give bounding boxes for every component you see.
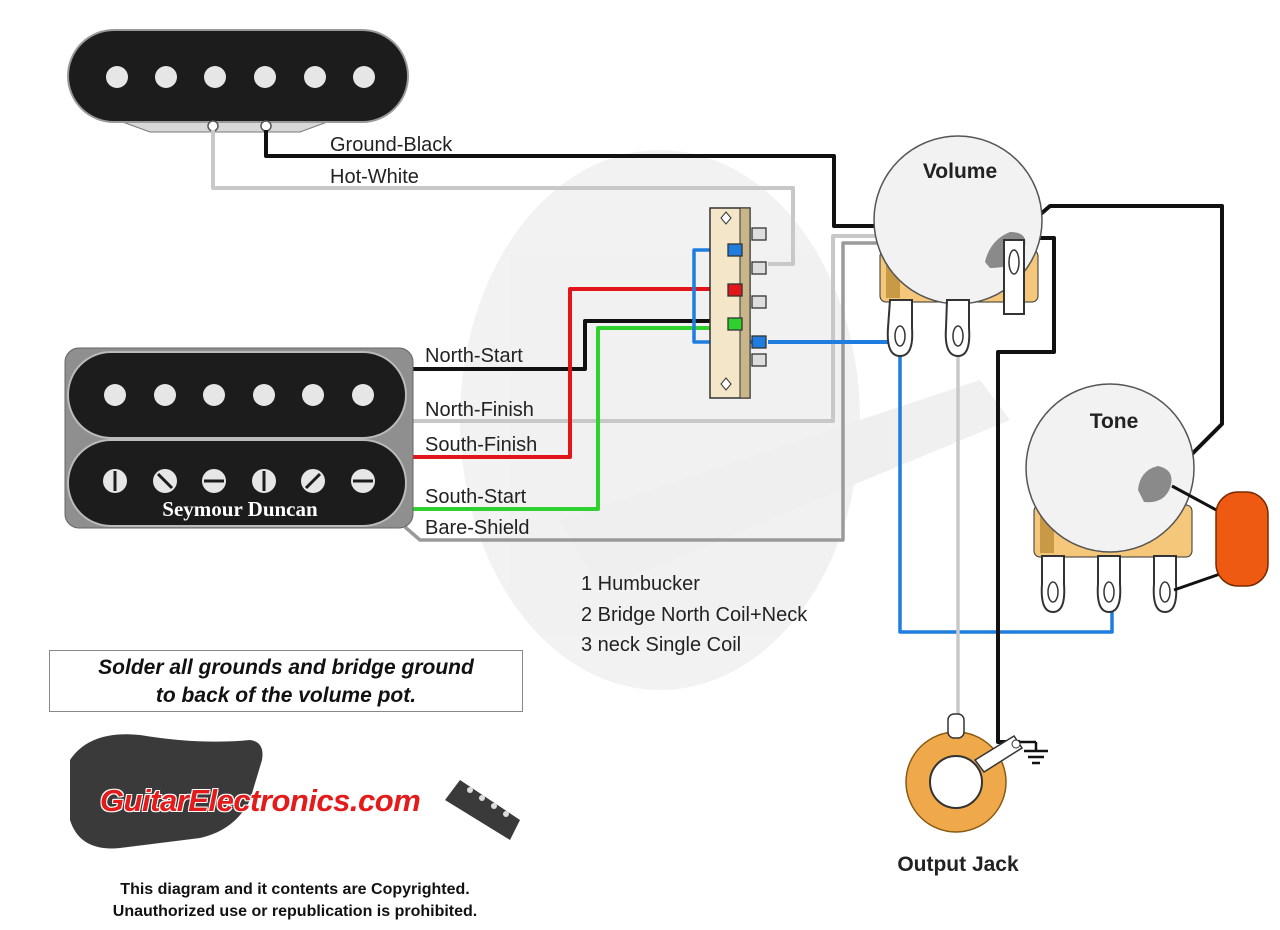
label-ground-black: Ground-Black [330, 134, 453, 156]
wire-south-finish [402, 287, 728, 459]
solder-note-line2: to back of the volume pot. [155, 684, 417, 707]
tone-pot: Tone [1025, 383, 1195, 614]
logo-graphic [70, 734, 520, 849]
copyright-notice: This diagram and it contents are Copyrig… [40, 879, 550, 923]
switch-position-1: 1 Humbucker [581, 573, 700, 595]
tone-capacitor [1171, 484, 1269, 592]
wire-north-start [402, 319, 728, 371]
ground-symbol-icon [1020, 740, 1048, 765]
label-north-finish: North-Finish [425, 399, 534, 421]
copyright-line1: This diagram and it contents are Copyrig… [120, 881, 470, 898]
wire-labels: Ground-Black Hot-White North-Start North… [330, 134, 537, 539]
wires [211, 130, 1224, 744]
humbucker-brand-label: Seymour Duncan [162, 497, 318, 521]
single-coil-pickup [67, 29, 409, 133]
wire-ground-jack [996, 236, 1056, 744]
label-south-finish: South-Finish [425, 434, 537, 456]
output-jack-label: Output Jack [897, 853, 1019, 876]
wire-hot-white [211, 130, 795, 266]
switch-position-2: 2 Bridge North Coil+Neck [581, 604, 808, 626]
label-north-start: North-Start [425, 345, 523, 367]
label-south-start: South-Start [425, 486, 527, 508]
tone-label: Tone [1090, 410, 1139, 433]
volume-label: Volume [923, 160, 997, 183]
solder-note: Solder all grounds and bridge ground to … [49, 650, 523, 712]
humbucker-pickup: Seymour Duncan [64, 347, 414, 529]
switch-position-list: 1 Humbucker 2 Bridge North Coil+Neck 3 n… [581, 573, 808, 656]
solder-note-line1: Solder all grounds and bridge ground [98, 656, 474, 679]
wire-south-start [402, 326, 728, 511]
three-way-switch [709, 207, 767, 399]
site-logo-text: GuitarElectronics.com [100, 783, 421, 818]
copyright-line2: Unauthorized use or republication is pro… [112, 903, 478, 920]
label-bare-shield: Bare-Shield [425, 517, 530, 539]
label-hot-white: Hot-White [330, 166, 419, 188]
output-jack: Output Jack [897, 713, 1024, 876]
switch-position-3: 3 neck Single Coil [581, 634, 741, 656]
volume-pot: Volume [873, 135, 1043, 358]
